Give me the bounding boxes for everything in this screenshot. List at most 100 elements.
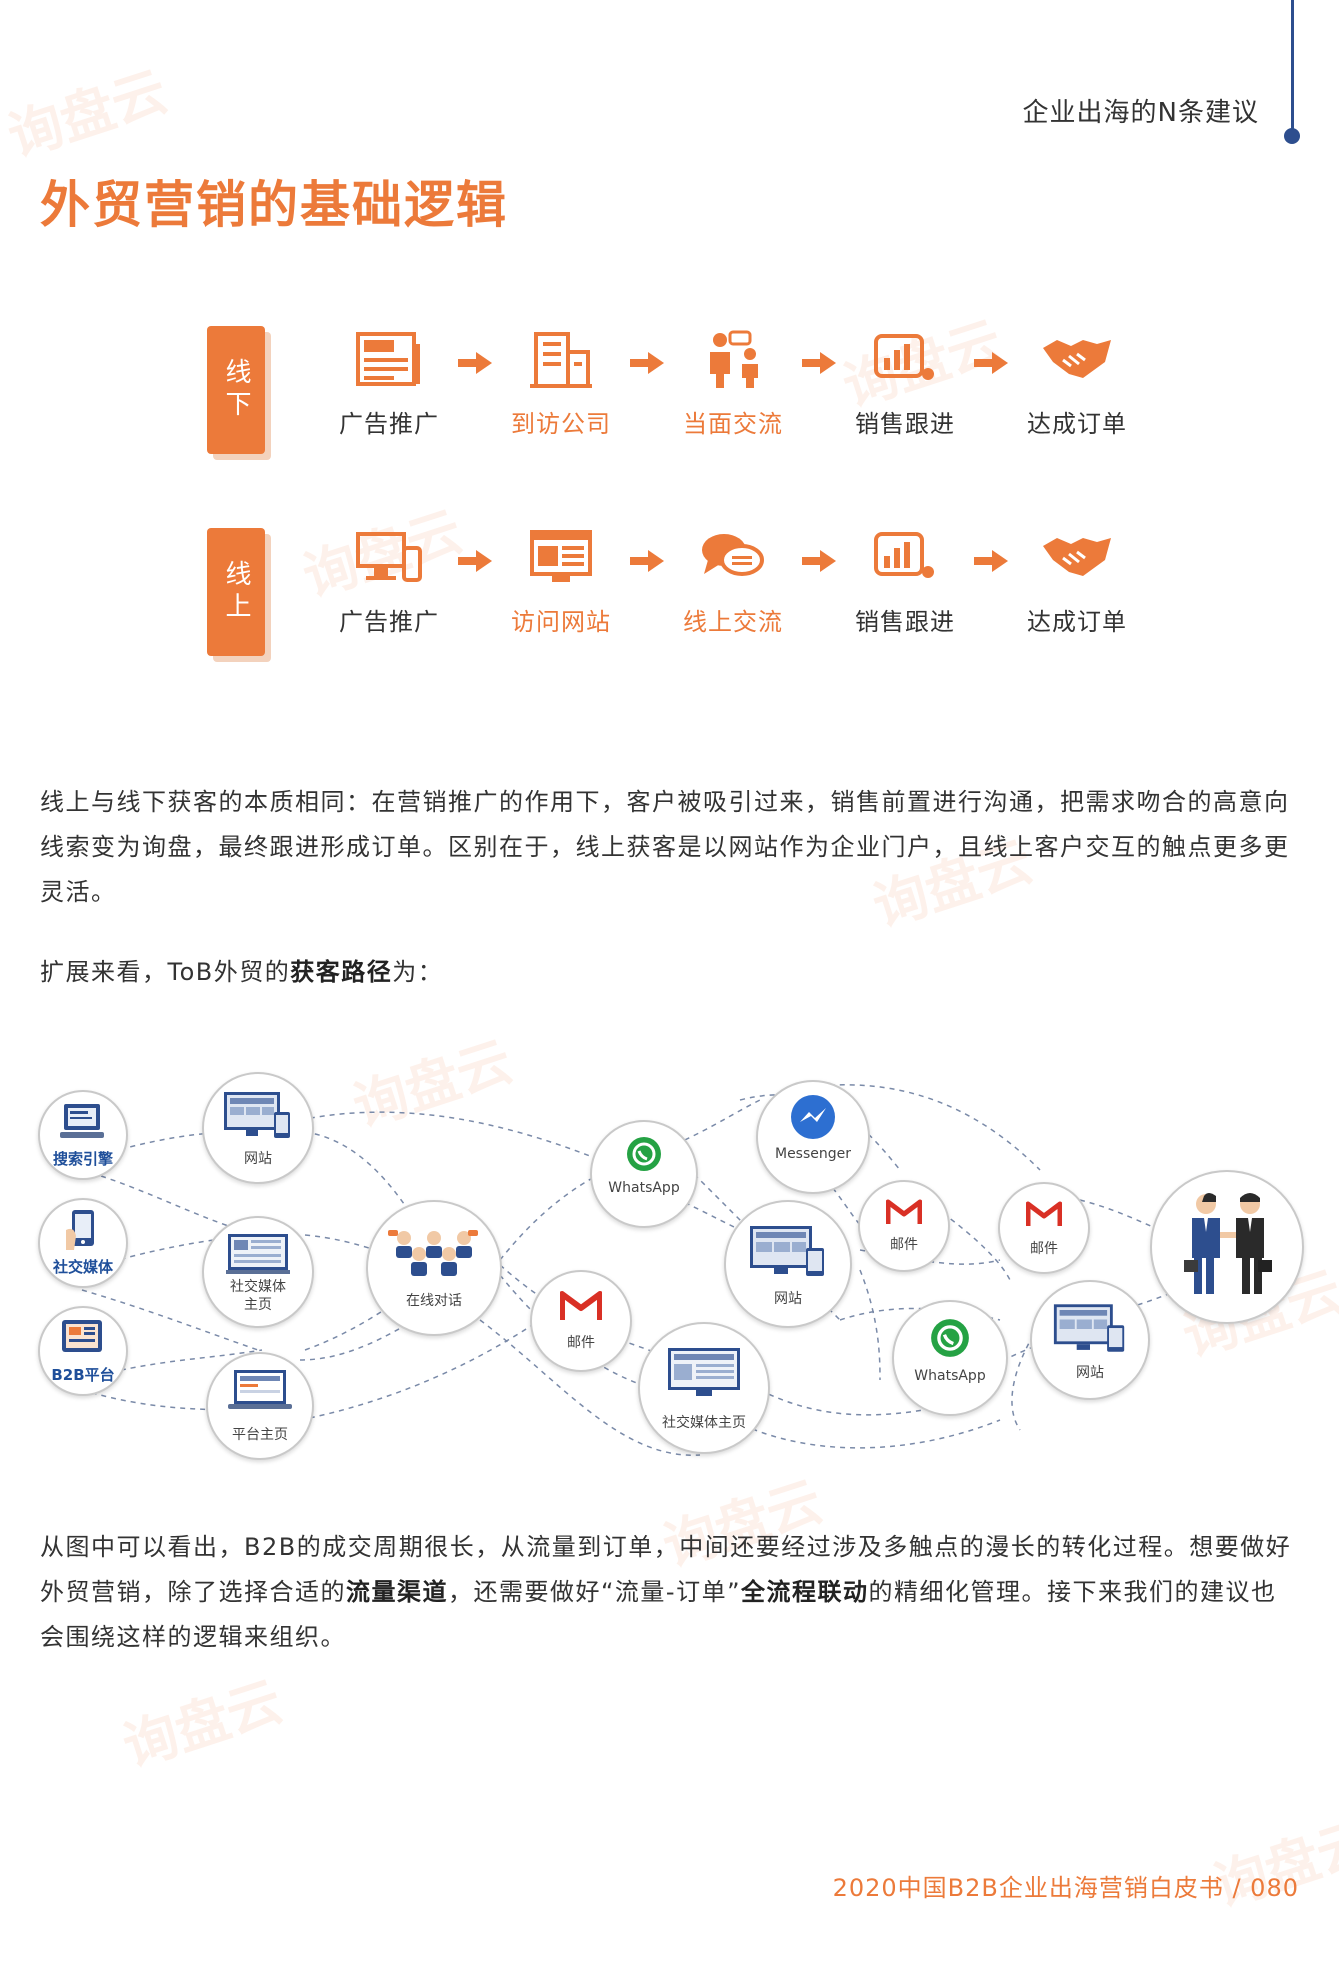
arrow-icon — [974, 550, 1008, 572]
page-footer: 2020中国B2B企业出海营销白皮书 / 080 — [832, 1874, 1299, 1902]
sales-chart-icon — [874, 532, 934, 578]
handshake-icon — [1043, 340, 1111, 378]
node-label: 社交媒体 主页 — [230, 1279, 286, 1313]
desktop-website-icon — [224, 1092, 290, 1138]
messenger-icon — [791, 1095, 835, 1139]
whatsapp-icon — [627, 1137, 661, 1171]
arrow-icon — [458, 550, 492, 572]
node-label: 社交媒体 — [52, 1258, 113, 1276]
step-label: 广告推广 — [339, 608, 439, 636]
node-label: 社交媒体主页 — [662, 1415, 746, 1431]
offline-step-sales: 销售跟进 — [830, 330, 980, 439]
network-node-deal — [1150, 1170, 1304, 1324]
arrow-icon — [802, 352, 836, 374]
network-connections — [81, 1084, 1201, 1456]
node-label: 邮件 — [890, 1237, 918, 1253]
network-node-platform-home: 平台主页 — [206, 1352, 314, 1460]
network-node-search-engine: 搜索引擎 — [38, 1090, 128, 1180]
online-step-deal: 达成订单 — [1002, 528, 1152, 637]
node-label: WhatsApp — [914, 1368, 986, 1384]
step-label: 达成订单 — [1027, 608, 1127, 636]
offline-step-ad: 广告推广 — [314, 330, 464, 439]
arrow-icon — [802, 550, 836, 572]
social-homepage-icon — [226, 1234, 290, 1274]
network-node-social-media: 社交媒体 — [38, 1198, 128, 1288]
network-node-online-chat: 在线对话 — [366, 1200, 502, 1336]
section-title: 企业出海的N条建议 — [1022, 98, 1259, 128]
network-node-website-1: 网站 — [202, 1072, 314, 1184]
arrow-icon — [630, 352, 664, 374]
network-node-social-home-1: 社交媒体 主页 — [202, 1216, 314, 1328]
node-label: 搜索引擎 — [52, 1150, 113, 1168]
chat-bubbles-icon — [702, 534, 764, 576]
node-label: 平台主页 — [232, 1427, 288, 1443]
paragraph-intro: 线上与线下获客的本质相同：在营销推广的作用下，客户被吸引过来，销售前置进行沟通，… — [40, 788, 1290, 906]
online-step-sales: 销售跟进 — [830, 528, 980, 637]
header-vertical-line — [1291, 0, 1294, 136]
newspaper-icon — [356, 332, 420, 386]
node-label: B2B平台 — [51, 1366, 115, 1384]
step-label: 到访公司 — [511, 410, 611, 438]
step-label: 销售跟进 — [855, 608, 955, 636]
watermark: 询盘云 — [0, 59, 175, 170]
acquisition-network-diagram: 搜索引擎 社交媒体 B2B平台 — [0, 1060, 1339, 1480]
network-node-b2b-platform: B2B平台 — [38, 1306, 128, 1396]
network-node-email-2: 邮件 — [858, 1180, 950, 1272]
smartphone-icon — [66, 1210, 94, 1250]
offline-tag: 线下 — [207, 326, 265, 454]
node-label: WhatsApp — [608, 1180, 680, 1196]
node-label: 在线对话 — [406, 1293, 462, 1309]
network-node-messenger: Messenger — [756, 1080, 870, 1194]
whatsapp-icon — [931, 1319, 969, 1357]
network-node-website-3: 网站 — [1030, 1280, 1150, 1400]
node-label: 邮件 — [1030, 1241, 1058, 1257]
online-step-chat: 线上交流 — [658, 528, 808, 637]
offline-step-visit: 到访公司 — [486, 330, 636, 439]
network-node-whatsapp-1: WhatsApp — [590, 1120, 698, 1228]
sales-chart-icon — [874, 334, 934, 380]
step-label: 广告推广 — [339, 410, 439, 438]
node-label: 网站 — [1076, 1365, 1104, 1381]
desktop-website-icon — [1053, 1304, 1125, 1352]
network-node-email-3: 邮件 — [998, 1182, 1090, 1274]
header-dot — [1284, 128, 1300, 144]
social-homepage-icon — [668, 1348, 740, 1396]
gmail-icon — [1026, 1201, 1062, 1226]
node-label: 邮件 — [567, 1335, 595, 1351]
paragraph-conclusion: 从图中可以看出，B2B的成交周期很长，从流量到订单，中间还要经过涉及多触点的漫长… — [40, 1533, 1292, 1651]
building-icon — [530, 332, 592, 388]
node-label: Messenger — [774, 1146, 852, 1162]
network-node-website-2: 网站 — [724, 1200, 852, 1328]
network-node-social-home-2: 社交媒体主页 — [638, 1322, 770, 1454]
desktop-website-icon — [750, 1226, 824, 1276]
step-label: 达成订单 — [1027, 410, 1127, 438]
step-label: 当面交流 — [683, 410, 783, 438]
online-step-ad: 广告推广 — [314, 528, 464, 637]
page-title: 外贸营销的基础逻辑 — [40, 176, 508, 234]
online-tag: 线上 — [207, 528, 265, 656]
online-step-visit: 访问网站 — [486, 528, 636, 637]
watermark: 询盘云 — [115, 1669, 290, 1780]
network-node-whatsapp-2: WhatsApp — [892, 1300, 1008, 1416]
business-handshake-icon — [1184, 1193, 1272, 1294]
search-engine-icon — [60, 1104, 104, 1138]
meeting-icon — [710, 330, 758, 388]
step-label: 线上交流 — [683, 608, 783, 636]
arrow-icon — [974, 352, 1008, 374]
devices-icon — [356, 532, 422, 582]
gmail-icon — [886, 1199, 922, 1224]
handshake-icon — [1043, 538, 1111, 576]
node-label: 网站 — [244, 1151, 272, 1167]
gmail-icon — [560, 1291, 602, 1320]
offline-step-meeting: 当面交流 — [658, 330, 808, 439]
laptop-icon — [228, 1370, 292, 1409]
website-icon — [530, 530, 592, 582]
network-node-email-1: 邮件 — [530, 1270, 632, 1372]
tablet-icon — [62, 1320, 102, 1352]
step-label: 销售跟进 — [855, 410, 955, 438]
arrow-icon — [458, 352, 492, 374]
arrow-icon — [630, 550, 664, 572]
watermark: 询盘云 — [1205, 1809, 1339, 1920]
paragraph-path: 扩展来看，ToB外贸的获客路径为： — [40, 958, 444, 986]
offline-step-deal: 达成订单 — [1002, 330, 1152, 439]
